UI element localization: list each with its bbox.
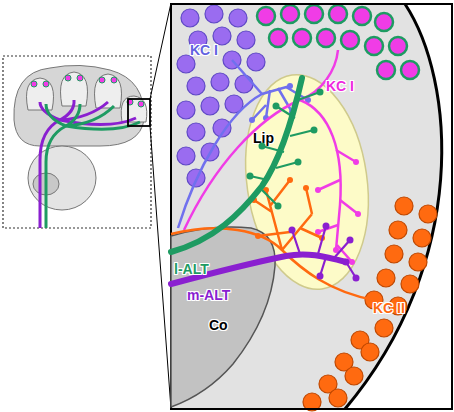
- structure-label: m-ALT: [187, 287, 230, 303]
- zoom-line: [150, 3, 171, 99]
- region-label: Co: [209, 317, 228, 333]
- inset-l-alt: [46, 104, 140, 228]
- inset-somata: [31, 75, 144, 107]
- structure-label: l-ALT: [174, 261, 209, 277]
- collar-region: Co: [171, 226, 281, 409]
- inset-lobe: [28, 146, 96, 210]
- zoom-line: [150, 126, 171, 409]
- zoom-box: [128, 99, 150, 126]
- region-shape: [171, 227, 275, 407]
- region-shape: [233, 67, 382, 298]
- kc-i-somata-outer: [257, 5, 419, 79]
- calyx-region: [171, 4, 442, 409]
- panel-frame: [171, 4, 452, 409]
- structure-label: KC I: [190, 42, 218, 58]
- structure-label: KC II: [373, 300, 405, 316]
- inset-frame: [3, 56, 151, 228]
- structure-label: KC I: [326, 78, 354, 94]
